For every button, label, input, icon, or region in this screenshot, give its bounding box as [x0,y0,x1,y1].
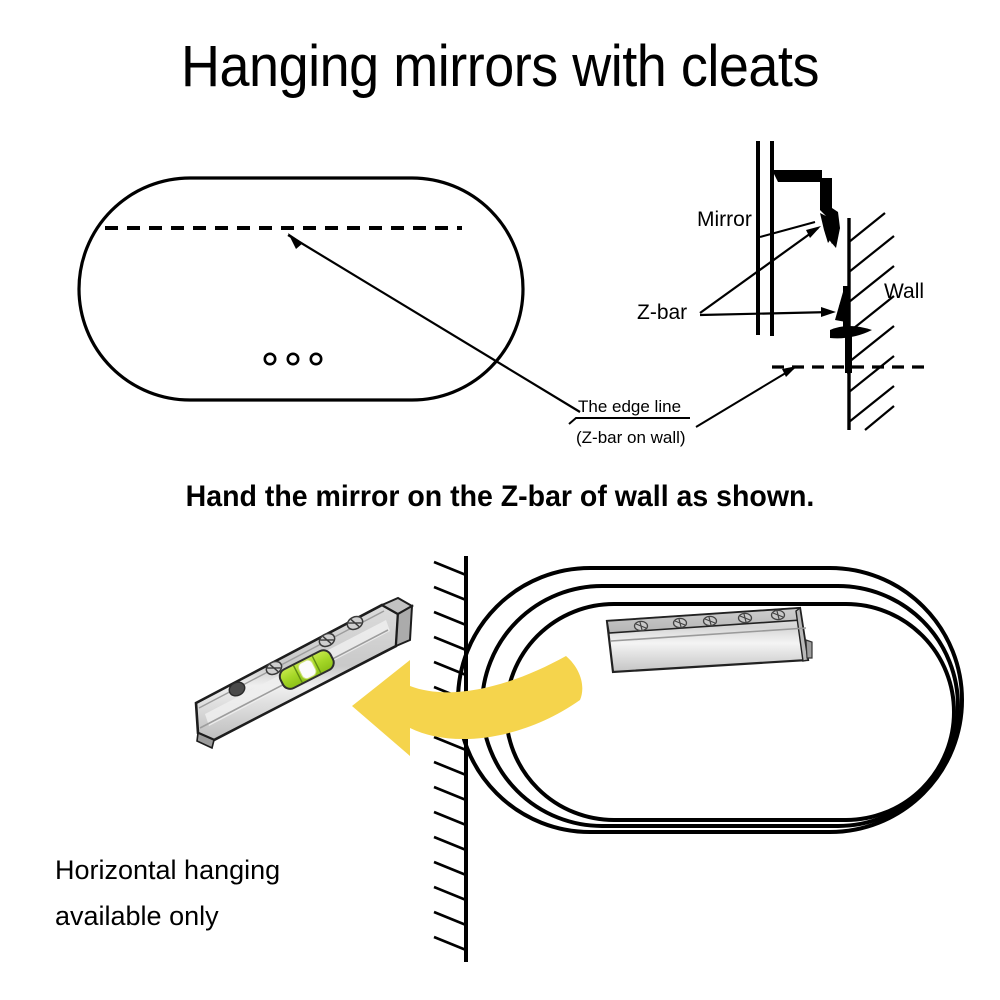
label-edge-line-sub: (Z-bar on wall) [576,428,686,447]
cleat-with-level [194,596,415,750]
cleat-on-mirror [605,606,813,674]
mirror-zbar [772,170,840,248]
page-title: Hanging mirrors with cleats [181,34,819,99]
label-edge-line: The edge line [578,397,682,416]
wall-elevation [433,556,468,962]
wall-hatching [433,560,467,952]
cross-section-diagram [568,141,930,431]
footer-note-line-1: Horizontal hanging [55,855,281,885]
mirror-glass-edge [756,141,774,336]
mirror-back-view [456,566,964,834]
wall-cross-section [847,212,895,431]
wall-zbar [830,286,872,378]
caption-hang-instruction: Hand the mirror on the Z-bar of wall as … [185,480,815,513]
label-wall: Wall [884,280,925,303]
mirror-front-view [77,176,581,413]
label-zbar: Z-bar [637,301,688,324]
footer-note-line-2: available only [55,901,219,931]
direction-arrow [352,656,583,756]
label-mirror: Mirror [697,208,752,231]
bubble-level-vial [278,649,335,690]
cleat-screws-mirror [633,609,786,632]
cleat-screws-wall [265,615,364,676]
